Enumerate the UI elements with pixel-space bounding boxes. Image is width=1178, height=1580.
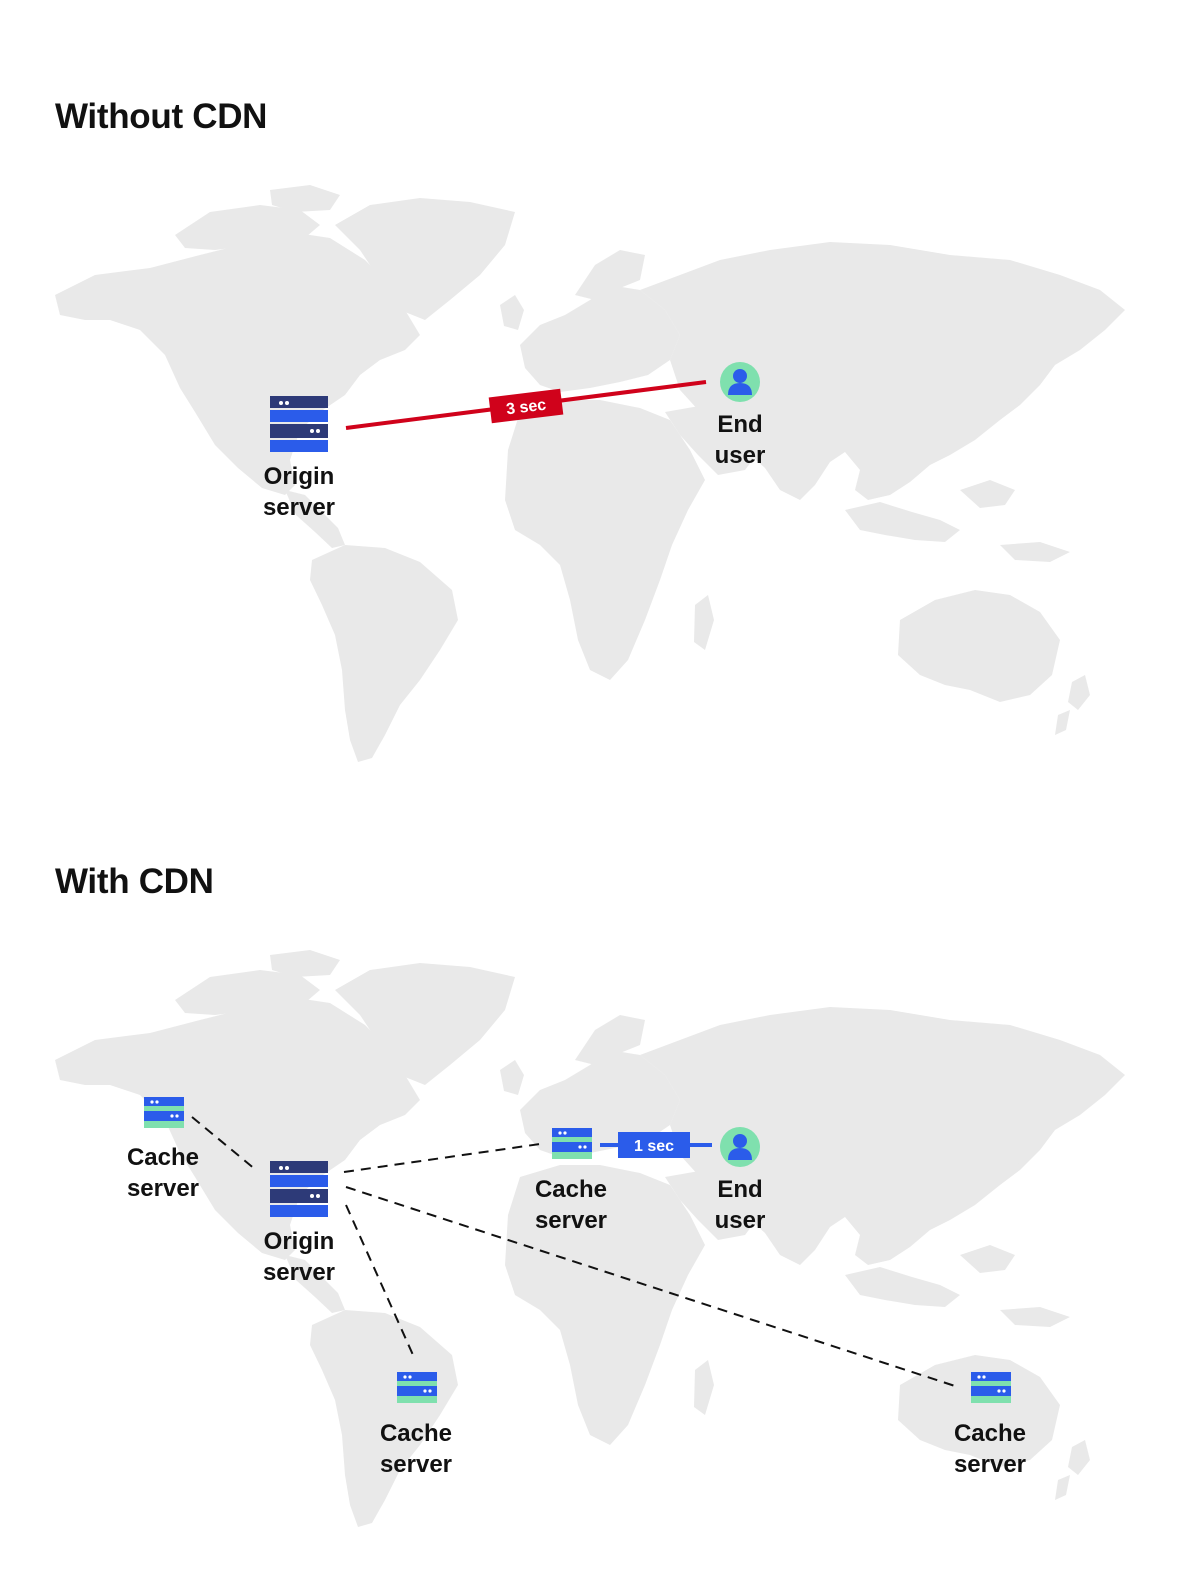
end-user-label-line2: user <box>715 1207 766 1234</box>
cache-server-icon <box>971 1372 1011 1403</box>
origin-server-label-line1: Origin <box>264 1228 335 1255</box>
user-avatar-icon <box>720 1127 760 1167</box>
cache-server-label-line1: Cache <box>954 1420 1026 1447</box>
without-cdn-diagram: 3 sec Origin server End user <box>55 185 1125 762</box>
latency-label: 1 sec <box>634 1138 674 1155</box>
with-cdn-diagram: 1 sec Origin server Cache server Cache s… <box>55 950 1125 1527</box>
origin-server-icon <box>270 396 328 452</box>
dashed-link-australia <box>345 1186 959 1388</box>
cache-server-label-line2: server <box>127 1175 199 1202</box>
section-title-with-cdn: With CDN <box>55 862 214 901</box>
cache-server-label-line2: server <box>380 1451 452 1478</box>
user-avatar-icon <box>720 362 760 402</box>
cache-server-icon <box>552 1128 592 1159</box>
cache-server-label-line2: server <box>954 1451 1026 1478</box>
origin-server-icon <box>270 1161 328 1217</box>
dashed-link-north-america <box>191 1116 257 1171</box>
latency-label: 3 sec <box>505 397 547 419</box>
end-user-label-line1: End <box>717 1176 762 1203</box>
world-map <box>55 185 1125 762</box>
cache-server-label-line1: Cache <box>127 1144 199 1171</box>
latency-badge-slow: 3 sec <box>488 388 564 424</box>
dashed-link-europe <box>343 1143 541 1173</box>
end-user-label-line2: user <box>715 442 766 469</box>
dashed-link-south-america <box>345 1204 414 1356</box>
cache-server-icon <box>397 1372 437 1403</box>
latency-badge-fast: 1 sec <box>618 1132 690 1158</box>
cache-server-label-line2: server <box>535 1207 607 1234</box>
origin-server-label-line2: server <box>263 1259 335 1286</box>
section-title-without-cdn: Without CDN <box>55 97 268 136</box>
cache-server-label-line1: Cache <box>380 1420 452 1447</box>
origin-server-label-line2: server <box>263 494 335 521</box>
origin-server-label-line1: Origin <box>264 463 335 490</box>
cache-server-label-line1: Cache <box>535 1176 607 1203</box>
cache-server-icon <box>144 1097 184 1128</box>
end-user-label-line1: End <box>717 411 762 438</box>
